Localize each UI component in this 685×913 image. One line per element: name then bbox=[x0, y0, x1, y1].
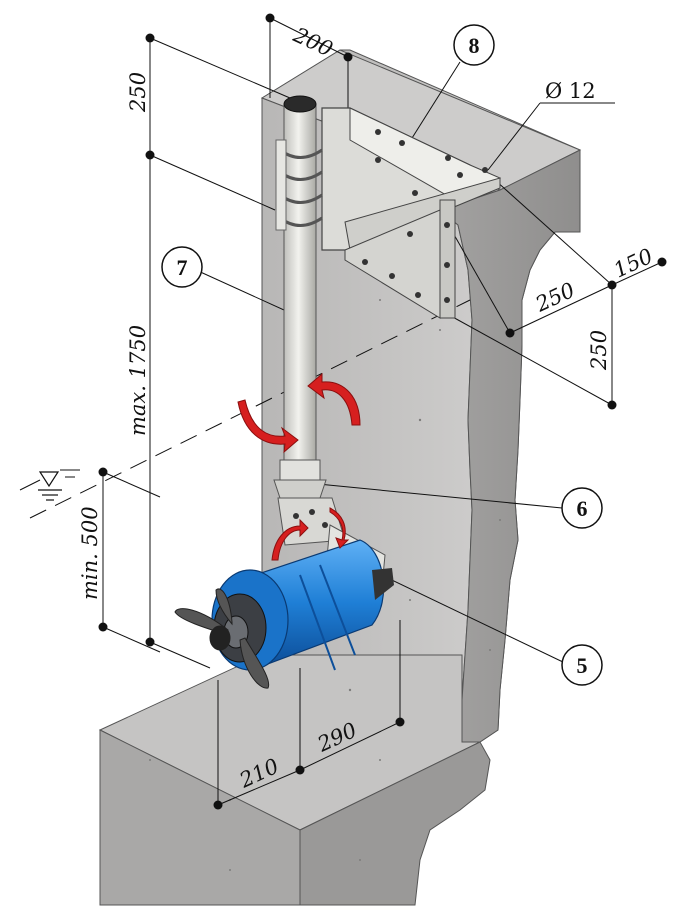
dim-max-1750: max. 1750 bbox=[126, 325, 150, 436]
dim-250-top: 250 bbox=[126, 72, 150, 113]
pipe-coupling bbox=[273, 459, 346, 546]
dim-250-right-b: 250 bbox=[587, 330, 611, 371]
propeller bbox=[174, 588, 270, 689]
callout-6: 6 bbox=[561, 487, 603, 529]
rotation-arrow-motor-right bbox=[329, 507, 350, 549]
rotation-arrow-right bbox=[307, 372, 361, 426]
dim-min-500: min. 500 bbox=[78, 506, 102, 600]
rotation-arrows bbox=[237, 372, 361, 561]
callout-6-label: 6 bbox=[577, 496, 588, 521]
dim-200: 200 bbox=[289, 22, 336, 61]
rotation-arrow-motor-left bbox=[271, 518, 309, 561]
dim-150: 150 bbox=[610, 244, 656, 283]
callout-5: 5 bbox=[561, 644, 603, 686]
callout-7: 7 bbox=[161, 246, 203, 288]
mixer-motor bbox=[211, 524, 394, 671]
concrete-wall-right-face bbox=[438, 149, 581, 743]
callout-8: 8 bbox=[453, 24, 495, 66]
dim-250-right-a: 250 bbox=[531, 278, 578, 317]
callout-8-label: 8 bbox=[469, 33, 480, 58]
callout-5-label: 5 bbox=[577, 653, 588, 678]
concrete-floor-right bbox=[299, 741, 491, 906]
guide-pipe bbox=[275, 95, 323, 461]
dimension-dots bbox=[98, 13, 667, 810]
rotation-arrow-left bbox=[237, 399, 299, 454]
water-level-icon bbox=[38, 471, 62, 501]
wall-bracket bbox=[321, 107, 502, 319]
callout-7-label: 7 bbox=[177, 255, 188, 280]
dim-dia-12: Ø 12 bbox=[545, 79, 596, 103]
